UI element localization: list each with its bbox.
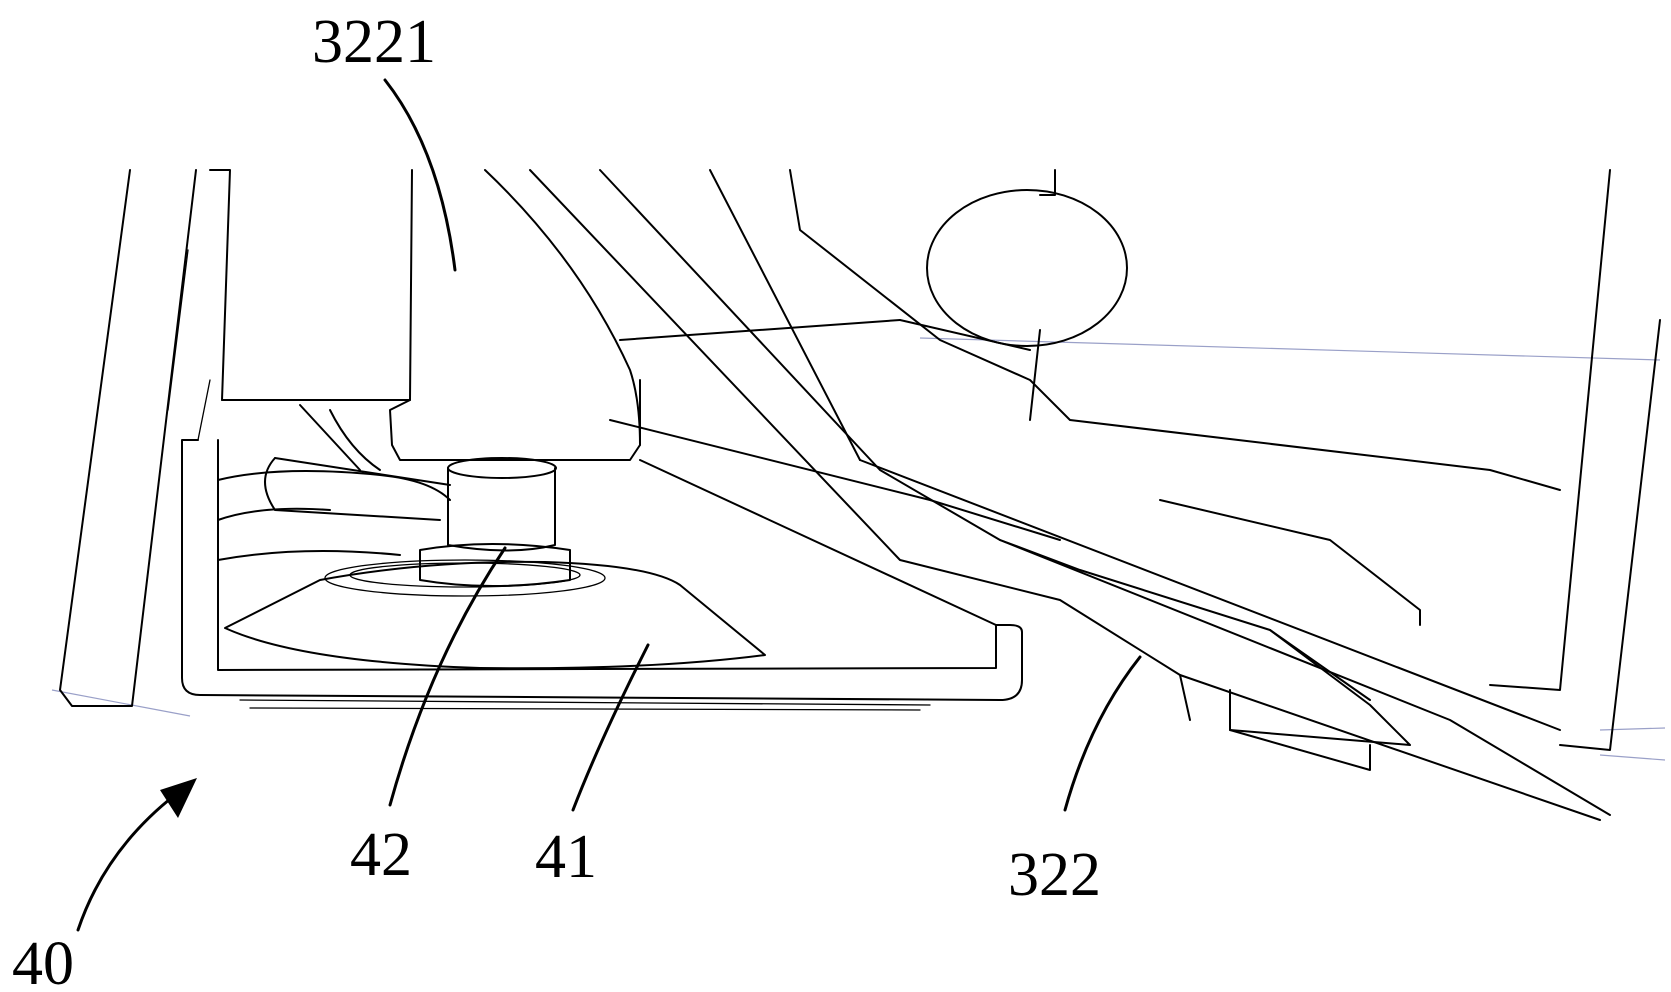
leader-322 (1063, 655, 1142, 812)
label-3221: 3221 (312, 8, 436, 76)
round-knob (926, 189, 1128, 347)
leader-42 (388, 546, 507, 807)
left-frame-wall (59, 169, 197, 707)
housing-3221 (197, 169, 641, 461)
suction-cup-41 (224, 559, 766, 670)
right-enclosure (619, 169, 1661, 751)
stem-42 (419, 457, 571, 587)
leader-40 (76, 793, 177, 932)
leader-lines (76, 78, 1142, 932)
arrowhead-40 (160, 778, 197, 818)
label-322: 322 (1008, 841, 1101, 909)
construction-lines (51, 337, 1666, 761)
label-41: 41 (535, 823, 597, 891)
label-42: 42 (350, 821, 412, 889)
leader-3221 (383, 78, 457, 272)
rail-assembly-322 (529, 169, 1611, 821)
hose-cables (217, 404, 451, 561)
leader-41 (571, 643, 650, 812)
base-tray (181, 439, 1023, 711)
label-40: 40 (12, 930, 74, 992)
